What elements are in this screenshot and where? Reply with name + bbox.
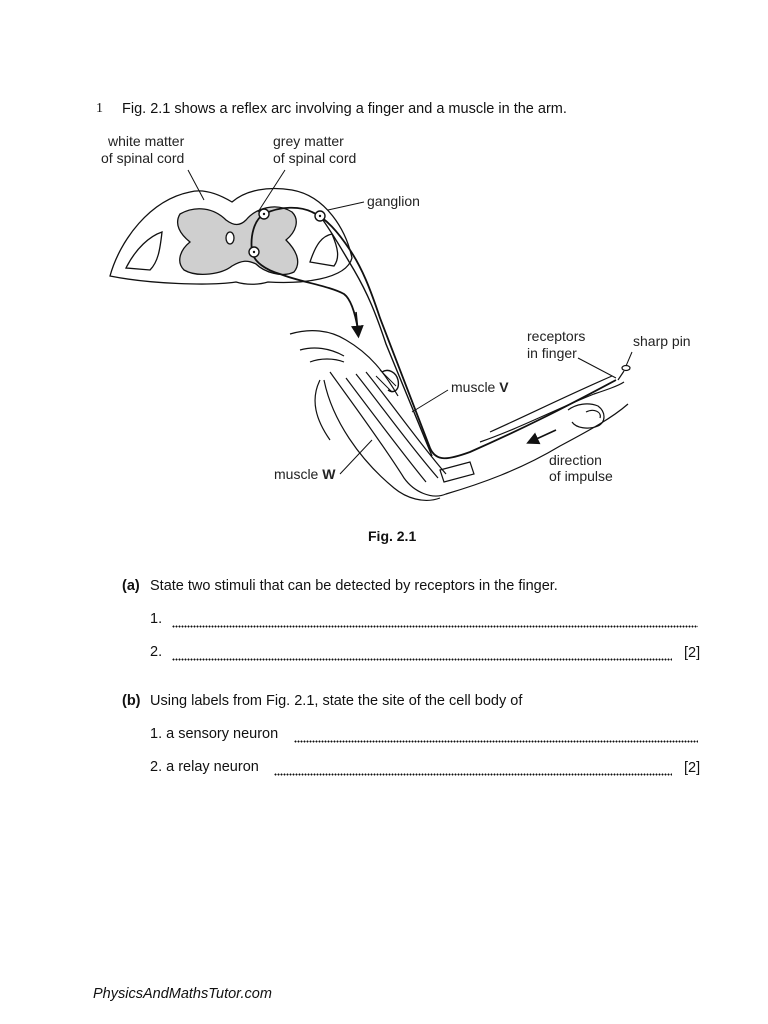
label-direction-line1: direction <box>549 452 602 468</box>
label-white-matter-line2: of spinal cord <box>101 150 184 166</box>
reflex-arc-figure: white matter of spinal cord grey matter … <box>0 0 768 560</box>
label-white-matter-line1: white matter <box>107 133 185 149</box>
part-b-item-2: 2. a relay neuron <box>150 759 259 775</box>
sharp-pin-icon <box>618 366 630 381</box>
impulse-arrow-arm <box>532 430 556 441</box>
label-sharp-pin: sharp pin <box>633 333 691 349</box>
part-b-item-1: 1. a sensory neuron <box>150 726 278 742</box>
figure-caption: Fig. 2.1 <box>368 528 416 544</box>
part-b-letter: (b) <box>122 693 141 709</box>
impulse-arrow-cord <box>356 312 358 332</box>
label-receptors-line1: receptors <box>527 328 585 344</box>
part-b-answer-2-line[interactable] <box>274 773 672 776</box>
part-a-answer-2-line[interactable] <box>172 658 672 661</box>
part-a-answer-1-number: 1. <box>150 611 162 627</box>
label-muscle-w: muscle W <box>274 466 336 482</box>
part-a-question: State two stimuli that can be detected b… <box>150 578 558 594</box>
label-direction-line2: of impulse <box>549 468 613 484</box>
part-a-answer-1-line[interactable] <box>172 625 698 628</box>
label-muscle-v: muscle V <box>451 379 509 395</box>
part-b-marks: [2] <box>684 760 700 776</box>
part-a-letter: (a) <box>122 578 140 594</box>
part-b-question: Using labels from Fig. 2.1, state the si… <box>150 693 522 709</box>
label-receptors-line2: in finger <box>527 345 577 361</box>
part-a-marks: [2] <box>684 645 700 661</box>
spinal-cord-illustration <box>110 189 352 285</box>
label-grey-matter-line1: grey matter <box>273 133 344 149</box>
grey-matter-shape <box>178 207 298 274</box>
label-ganglion: ganglion <box>367 193 420 209</box>
footer-source: PhysicsAndMathsTutor.com <box>93 986 272 1002</box>
part-b-answer-1-line[interactable] <box>294 740 698 743</box>
label-grey-matter-line2: of spinal cord <box>273 150 356 166</box>
part-a-answer-2-number: 2. <box>150 644 162 660</box>
